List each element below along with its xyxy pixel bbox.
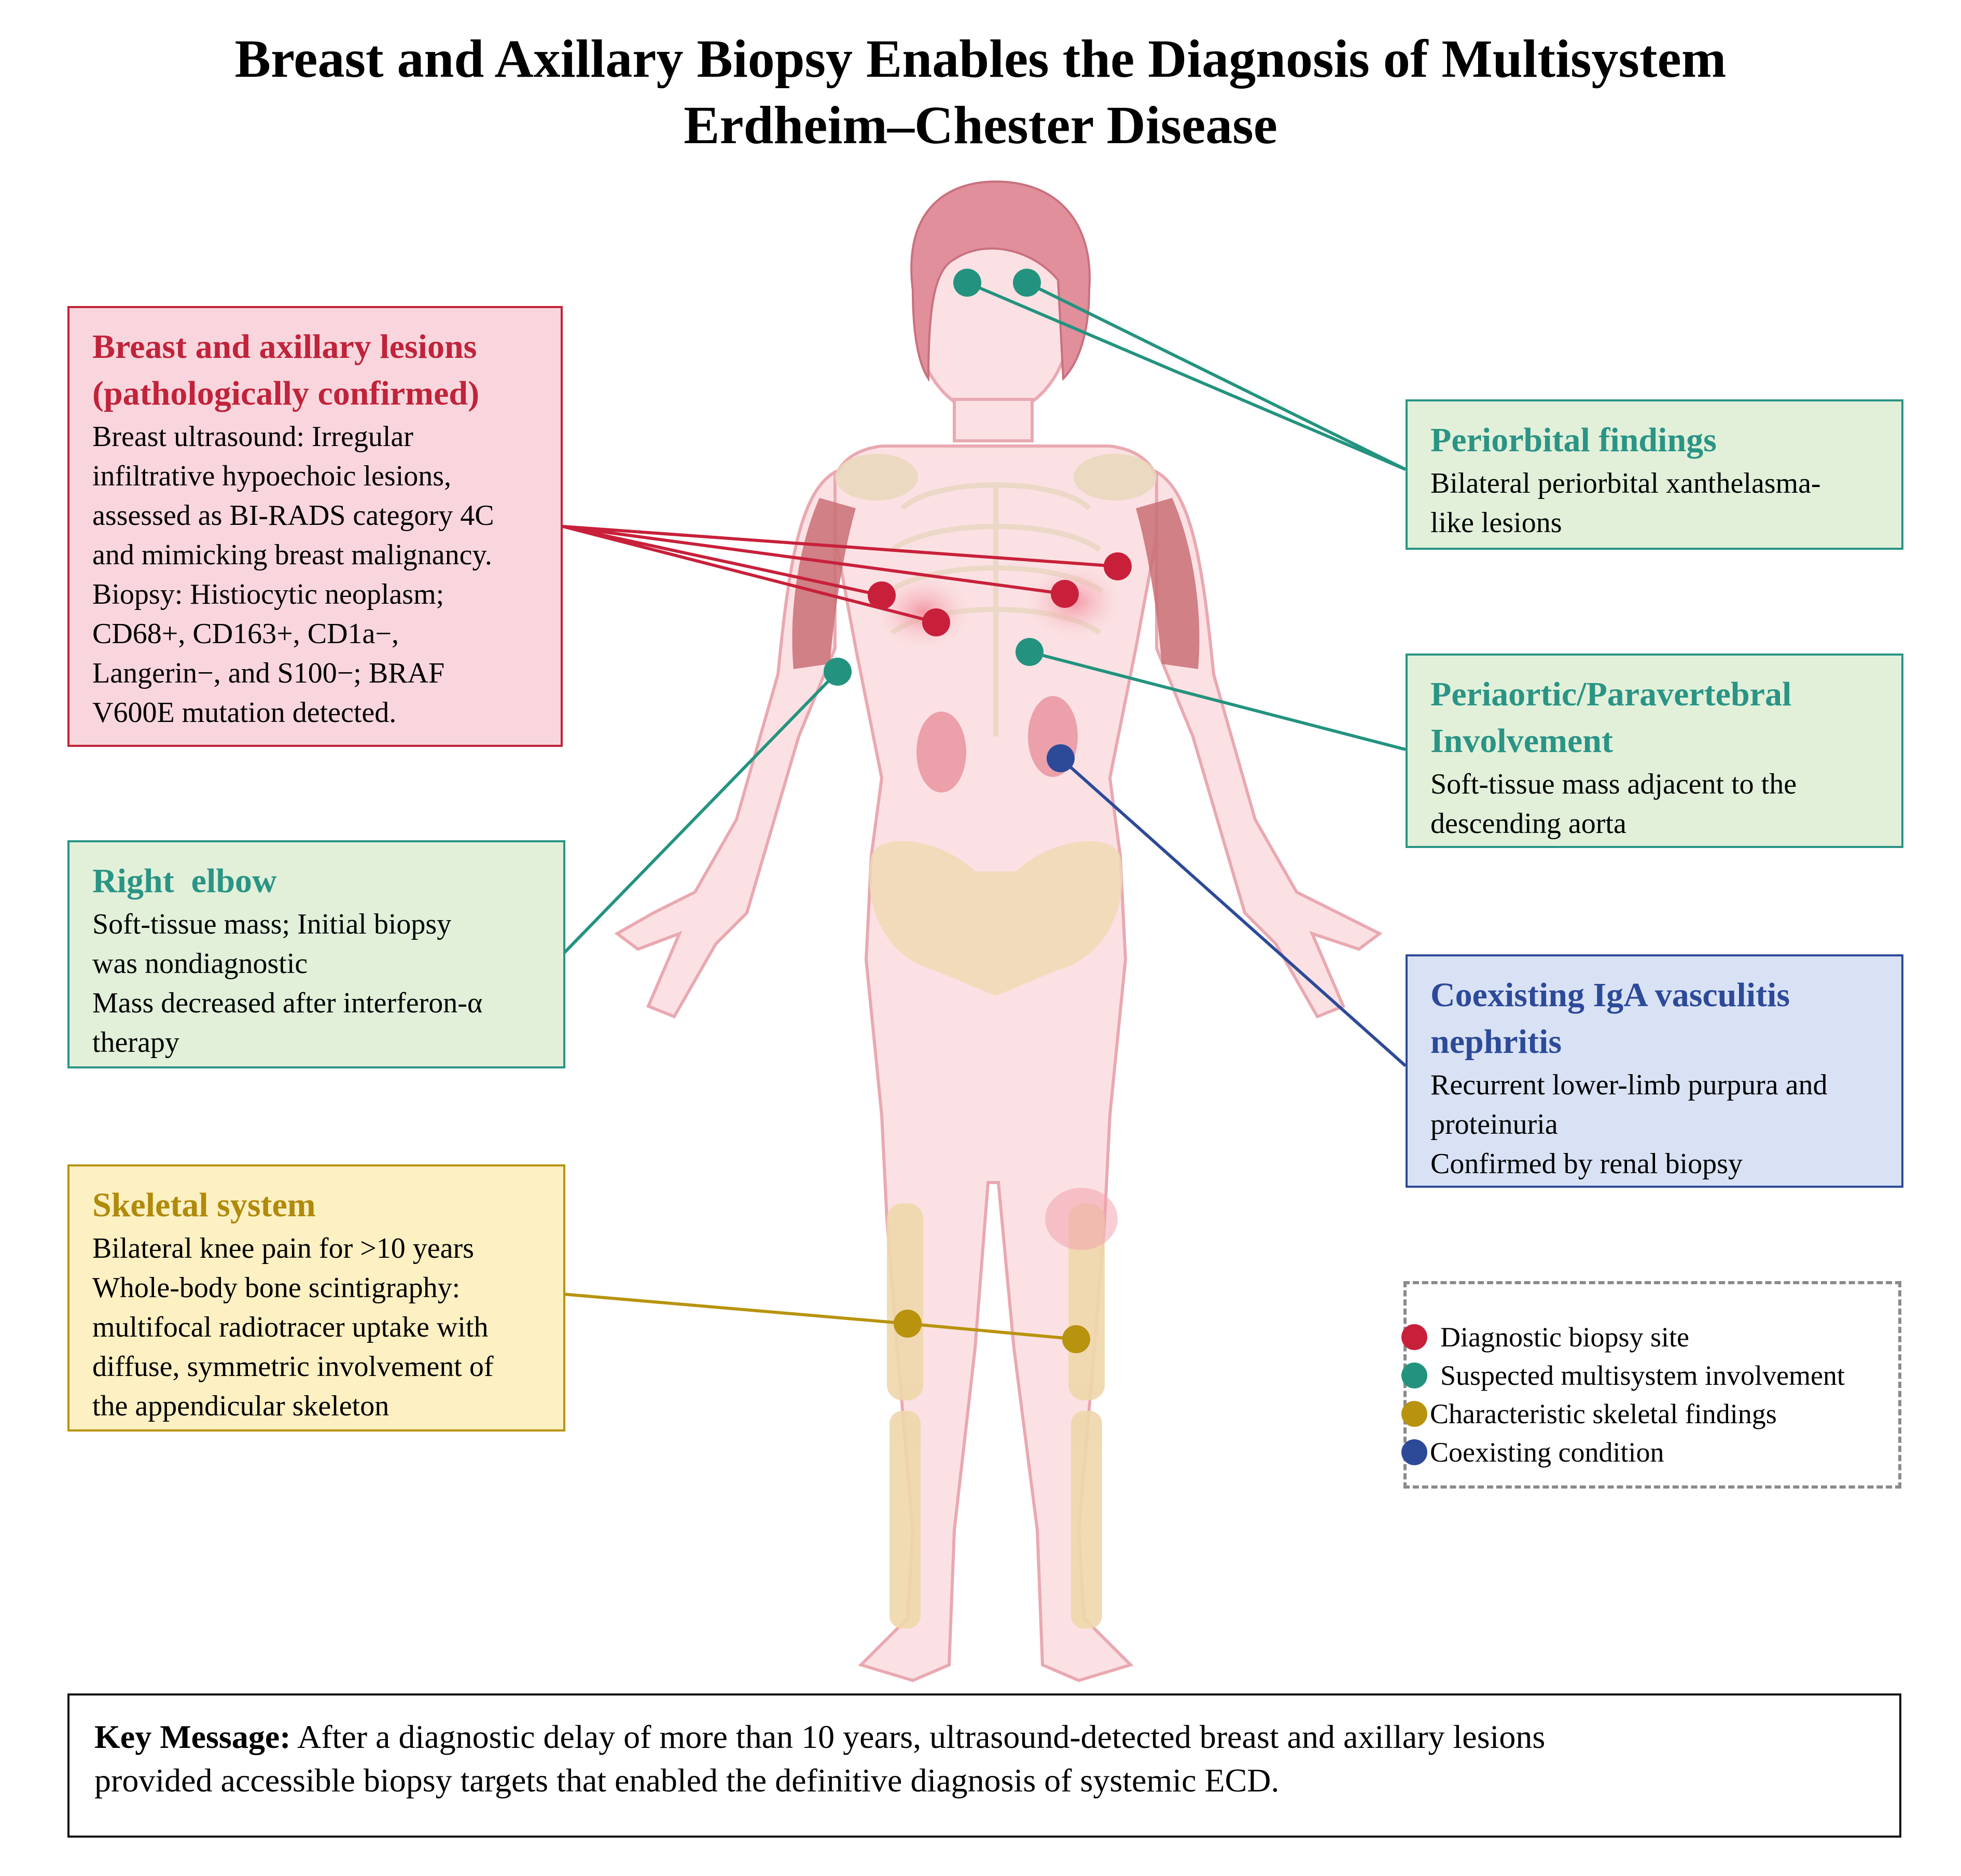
figure-title: Breast and Axillary Biopsy Enables the D…: [0, 26, 1961, 159]
iga-line: Confirmed by renal biopsy: [1430, 1148, 1743, 1180]
elbow-line: therapy: [92, 1026, 179, 1059]
periaortic-box: Periaortic/Paravertebral Involvement Sof…: [1406, 654, 1903, 848]
skeletal-line: multifocal radiotracer uptake with: [92, 1311, 489, 1343]
iga-heading-2: nephritis: [1430, 1023, 1562, 1061]
legend-label-multisystem: Suspected multisystem involvement: [1440, 1360, 1845, 1391]
legend-label-skeletal: Characteristic skeletal findings: [1430, 1398, 1777, 1429]
elbow-line: Soft-tissue mass; Initial biopsy: [92, 908, 452, 940]
marker-eye-left: [953, 269, 981, 297]
legend-dot-skeletal: [1401, 1401, 1427, 1427]
breast-line: assessed as BI-RADS category 4C: [92, 499, 494, 532]
key-message-line-2: provided accessible biopsy targets that …: [94, 1762, 1279, 1799]
iga-line: Recurrent lower-limb purpura and: [1430, 1069, 1828, 1101]
right-elbow-box: Right elbow Soft-tissue mass; Initial bi…: [67, 840, 565, 1068]
legend-dot-biopsy: [1401, 1324, 1427, 1350]
marker-periaortic: [1016, 638, 1044, 666]
breast-line: CD68+, CD163+, CD1a−,: [92, 618, 399, 650]
marker-eye-right: [1013, 269, 1041, 297]
marker-breast-left: [922, 608, 950, 636]
iga-vasculitis-box: Coexisting IgA vasculitis nephritis Recu…: [1406, 954, 1903, 1188]
periaortic-heading-2: Involvement: [1430, 722, 1613, 760]
right-shoulder: [1074, 454, 1157, 501]
marker-knee-right: [1062, 1325, 1090, 1353]
elbow-line: was nondiagnostic: [92, 948, 308, 980]
right-arm-muscle: [1136, 498, 1200, 669]
periorbital-line: like lesions: [1430, 507, 1562, 539]
periaortic-line: Soft-tissue mass adjacent to the: [1430, 768, 1797, 800]
knee-uptake: [1045, 1188, 1118, 1250]
breast-line: infiltrative hypoechoic lesions,: [92, 460, 452, 492]
marker-kidney: [1047, 744, 1075, 772]
title-line-1: Breast and Axillary Biopsy Enables the D…: [234, 29, 1727, 89]
breast-heading-1: Breast and axillary lesions: [92, 328, 477, 366]
hair: [910, 180, 1091, 382]
periaortic-line: descending aorta: [1430, 808, 1626, 840]
marker-breast-right: [1051, 580, 1079, 608]
pelvis: [869, 841, 1122, 996]
legend-dot-multisystem: [1401, 1363, 1427, 1388]
elbow-line: Mass decreased after interferon-α: [92, 987, 483, 1019]
periorbital-heading: Periorbital findings: [1430, 421, 1717, 459]
marker-elbow: [824, 658, 852, 686]
breast-line: Breast ultrasound: Irregular: [92, 421, 413, 453]
skeletal-line: the appendicular skeleton: [92, 1390, 390, 1422]
skeletal-line: Bilateral knee pain for >10 years: [92, 1232, 474, 1264]
legend-dot-coexisting: [1401, 1439, 1427, 1465]
legend: Diagnostic biopsy site Suspected multisy…: [1401, 1281, 1901, 1489]
marker-axilla-right: [1104, 552, 1132, 580]
periorbital-box: Periorbital findings Bilateral periorbit…: [1406, 399, 1903, 550]
legend-label-biopsy: Diagnostic biopsy site: [1440, 1322, 1689, 1353]
key-message-line-1: After a diagnostic delay of more than 10…: [290, 1718, 1546, 1755]
left-kidney: [916, 712, 966, 793]
left-shoulder: [835, 454, 918, 501]
breast-heading-2: (pathologically confirmed): [92, 374, 480, 412]
iga-line: proteinuria: [1430, 1108, 1558, 1141]
periaortic-heading-1: Periaortic/Paravertebral: [1430, 675, 1792, 713]
key-message-box: Key Message: After a diagnostic delay of…: [67, 1693, 1901, 1838]
connector-lines: [561, 281, 1407, 1341]
breast-line: Biopsy: Histiocytic neoplasm;: [92, 578, 444, 610]
breast-line: Langerin−, and S100−; BRAF: [92, 657, 445, 689]
marker-knee-left: [894, 1310, 922, 1338]
key-message-label: Key Message:: [94, 1718, 291, 1755]
breast-line: V600E mutation detected.: [92, 697, 397, 729]
breast-line: and mimicking breast malignancy.: [92, 539, 492, 571]
skeletal-system-box: Skeletal system Bilateral knee pain for …: [67, 1164, 565, 1432]
title-line-2: Erdheim–Chester Disease: [684, 95, 1277, 155]
iga-heading-1: Coexisting IgA vasculitis: [1430, 976, 1790, 1014]
skeletal-line: Whole-body bone scintigraphy:: [92, 1272, 461, 1304]
elbow-heading: Right elbow: [92, 862, 277, 900]
periorbital-line: Bilateral periorbital xanthelasma-: [1430, 467, 1821, 499]
breast-lesions-box: Breast and axillary lesions (pathologica…: [67, 306, 563, 747]
legend-label-coexisting: Coexisting condition: [1430, 1437, 1664, 1468]
skeletal-heading: Skeletal system: [92, 1186, 316, 1224]
marker-axilla-left: [868, 581, 896, 609]
markers: [824, 269, 1132, 1353]
skeletal-line: diffuse, symmetric involvement of: [92, 1351, 494, 1383]
